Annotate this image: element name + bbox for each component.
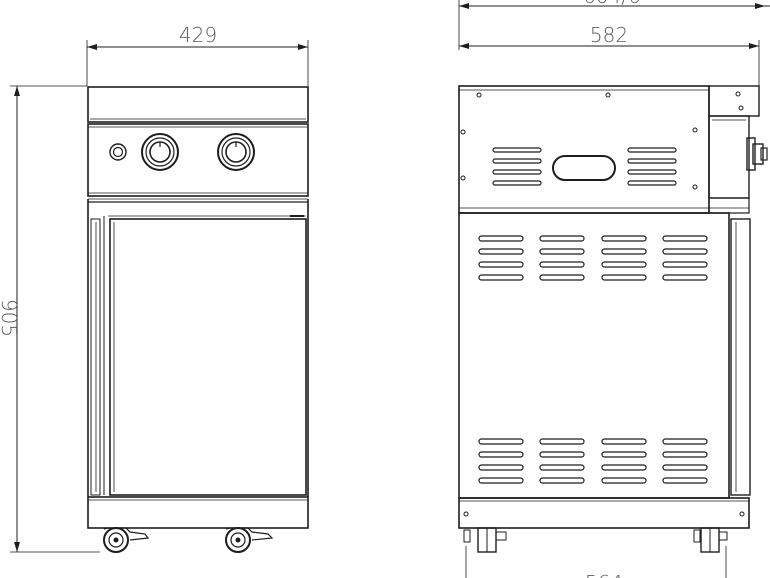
vent-slot-icon [478,438,524,484]
caster-wheel-icon [103,527,150,553]
side-upper-body [458,85,710,214]
side-base-label: 564 [585,571,623,578]
front-view: 429 905 [0,23,309,553]
caster-wheel-icon [463,527,507,553]
caster-wheel-icon [225,527,274,553]
vent-slot-icon [492,147,542,186]
side-top-partial-label: 604/6 [583,0,641,8]
vent-slot-icon [601,235,647,281]
vent-slot-icon [478,235,524,281]
control-panel [87,123,309,200]
front-cabinet [87,199,309,497]
cabinet-door [109,218,307,496]
side-base [458,497,750,529]
knob-icon [141,133,179,171]
knob-icon [746,137,768,171]
ignition-button-icon [109,143,127,161]
side-cabinet [458,212,751,499]
side-control-housing [708,85,768,214]
vent-slot-icon [627,147,677,186]
front-width-label: 429 [179,23,217,47]
front-width-dimension: 429 [86,23,309,86]
vent-slot-icon [662,438,708,484]
side-depth-dimension: 582 [459,23,760,86]
front-top-lid [87,86,309,123]
caster-wheel-icon [693,527,728,553]
front-height-dimension: 905 [0,85,100,553]
vent-slot-icon [662,235,708,281]
vent-slot-icon [539,438,585,484]
side-base-dimension: 564 [465,546,727,578]
front-base [87,496,309,529]
handle-icon [552,155,616,181]
side-depth-label: 582 [590,23,628,47]
knob-icon [217,133,255,171]
vent-slot-icon [539,235,585,281]
front-height-label: 905 [0,299,21,337]
side-view: 604/6 582 [458,0,770,578]
side-top-dimension: 604/6 [458,0,770,50]
vent-slot-icon [601,438,647,484]
